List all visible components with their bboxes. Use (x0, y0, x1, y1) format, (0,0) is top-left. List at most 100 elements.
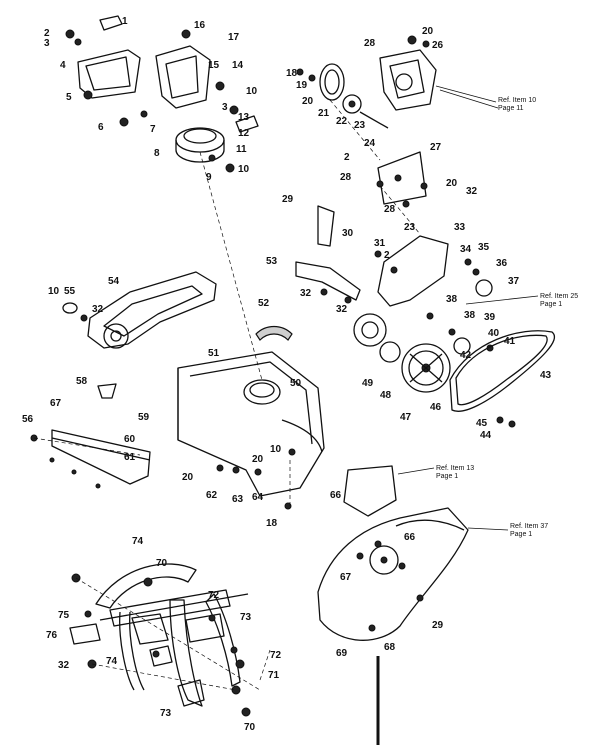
ref-item-13: Ref. Item 13 (436, 465, 474, 472)
part-label-10: 10 (270, 444, 282, 455)
part-label-49: 49 (362, 378, 374, 389)
part-label-64: 64 (252, 492, 264, 503)
part-label-31: 31 (374, 238, 386, 249)
part-label-24: 24 (364, 138, 376, 149)
part-label-10: 10 (246, 86, 258, 97)
part-label-66: 66 (330, 490, 342, 501)
part-label-32: 32 (58, 660, 70, 671)
impeller-housing (317, 465, 469, 745)
part-label-9: 9 (206, 172, 212, 183)
part-label-48: 48 (380, 390, 392, 401)
part-label-20: 20 (182, 472, 194, 483)
part-label-14: 14 (232, 60, 244, 71)
part-label-20: 20 (446, 178, 458, 189)
part-label-72: 72 (208, 590, 220, 601)
part-label-56: 56 (22, 414, 34, 425)
ref-item-25: Ref. Item 25 (540, 293, 578, 300)
ref-page-25: Page 1 (540, 301, 562, 308)
part-label-38: 38 (446, 294, 458, 305)
part-label-71: 71 (268, 670, 280, 681)
part-label-18: 18 (266, 518, 278, 529)
part-label-10: 10 (238, 164, 250, 175)
part-label-41: 41 (504, 336, 516, 347)
ref-page-13: Page 1 (436, 473, 458, 480)
part-label-32: 32 (92, 304, 104, 315)
part-label-10: 10 (48, 286, 60, 297)
part-label-62: 62 (206, 490, 218, 501)
part-label-58: 58 (76, 376, 88, 387)
part-label-70: 70 (156, 558, 168, 569)
part-label-73: 73 (240, 612, 252, 623)
part-label-32: 32 (466, 186, 478, 197)
part-label-32: 32 (336, 304, 348, 315)
part-label-11: 11 (236, 144, 247, 155)
part-label-28: 28 (340, 172, 352, 183)
part-label-28: 28 (384, 204, 396, 215)
chute-deflector (65, 15, 259, 173)
part-label-34: 34 (460, 244, 472, 255)
gear-case-assembly (296, 35, 499, 208)
part-label-13: 13 (238, 112, 250, 123)
part-label-63: 63 (232, 494, 244, 505)
part-label-70: 70 (244, 722, 256, 733)
part-label-19: 19 (296, 80, 308, 91)
part-label-33: 33 (454, 222, 466, 233)
part-label-35: 35 (478, 242, 490, 253)
part-label-7: 7 (150, 124, 156, 135)
part-label-38: 38 (464, 310, 476, 321)
part-label-75: 75 (58, 610, 70, 621)
part-label-4: 4 (60, 60, 66, 71)
part-label-29: 29 (282, 194, 294, 205)
part-label-20: 20 (302, 96, 314, 107)
ref-item-37: Ref. Item 37 (510, 523, 548, 530)
part-label-59: 59 (138, 412, 150, 423)
part-label-32: 32 (300, 288, 312, 299)
part-label-22: 22 (336, 116, 348, 127)
part-label-30: 30 (342, 228, 354, 239)
part-label-20: 20 (422, 26, 434, 37)
auger-assembly (69, 563, 251, 717)
alignment-lines (33, 99, 421, 691)
part-label-74: 74 (132, 536, 144, 547)
part-label-67: 67 (340, 572, 352, 583)
part-label-72: 72 (270, 650, 282, 661)
part-label-18: 18 (286, 68, 298, 79)
part-label-16: 16 (194, 20, 206, 31)
part-label-29: 29 (432, 620, 444, 631)
part-label-36: 36 (496, 258, 508, 269)
part-label-2: 2 (44, 28, 50, 39)
part-label-69: 69 (336, 648, 348, 659)
part-label-47: 47 (400, 412, 412, 423)
ref-page-37: Page 1 (510, 531, 532, 538)
part-label-46: 46 (430, 402, 442, 413)
part-label-23: 23 (354, 120, 366, 131)
part-label-12: 12 (238, 128, 250, 139)
part-label-68: 68 (384, 642, 396, 653)
part-label-1: 1 (122, 16, 128, 27)
auger-housing (97, 325, 325, 510)
drive-pulley-assembly (295, 205, 555, 428)
part-label-5: 5 (66, 92, 72, 103)
part-label-40: 40 (488, 328, 500, 339)
part-label-50: 50 (290, 378, 302, 389)
part-label-43: 43 (540, 370, 552, 381)
part-label-52: 52 (258, 298, 270, 309)
part-label-28: 28 (364, 38, 376, 49)
part-label-61: 61 (124, 452, 136, 463)
scraper-bar (30, 429, 151, 489)
part-label-51: 51 (208, 348, 220, 359)
part-label-3: 3 (44, 38, 50, 49)
part-label-15: 15 (208, 60, 220, 71)
part-label-26: 26 (432, 40, 444, 51)
part-label-23: 23 (404, 222, 416, 233)
part-label-67: 67 (50, 398, 62, 409)
part-label-17: 17 (228, 32, 240, 43)
part-label-2: 2 (344, 152, 350, 163)
part-label-66: 66 (404, 532, 416, 543)
part-label-55: 55 (64, 286, 76, 297)
ref-page-10: Page 11 (498, 105, 524, 112)
part-label-20: 20 (252, 454, 264, 465)
part-label-42: 42 (460, 350, 472, 361)
